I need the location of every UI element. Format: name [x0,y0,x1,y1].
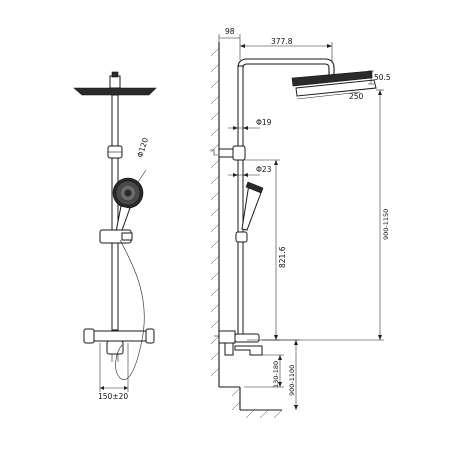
side-riser-pipe [237,65,244,335]
side-thermostatic-mixer [214,330,263,356]
mixer-height-range-label: 130-180 [272,361,280,388]
front-riser-pipe [111,94,119,331]
head-thickness-label: 50.5 [374,73,391,82]
floor-height-range-label: 900-1100 [288,365,296,396]
front-shower-hose [115,239,145,380]
head-size-label: 250 [349,92,364,101]
front-rain-head [73,87,157,96]
arm-offset-label: 98 [225,27,235,36]
front-head-connector [109,75,121,89]
side-wall [210,42,283,419]
front-hand-shower [112,177,144,234]
side-view: 98 377.8 50.5 250 Φ19 Φ23 821.6 [210,27,391,419]
side-hand-shower [235,181,264,243]
front-view: Φ120 150±20 [73,71,157,401]
front-thermostatic-mixer [83,328,155,362]
spout-distance-label: 150±20 [98,392,128,401]
pipe-lower-dia-label: Φ23 [256,165,272,174]
head-height-range-label: 900-1150 [382,209,390,240]
side-wall-bracket [210,145,246,161]
side-rain-head [291,70,377,97]
handshower-dia-label: Φ120 [135,136,150,158]
slide-range-label: 821.6 [278,246,287,268]
front-head-connector-cap [111,71,119,78]
arm-length-label: 377.8 [271,37,293,46]
side-shower-arm [237,58,335,76]
pipe-upper-dia-label: Φ19 [256,118,272,127]
